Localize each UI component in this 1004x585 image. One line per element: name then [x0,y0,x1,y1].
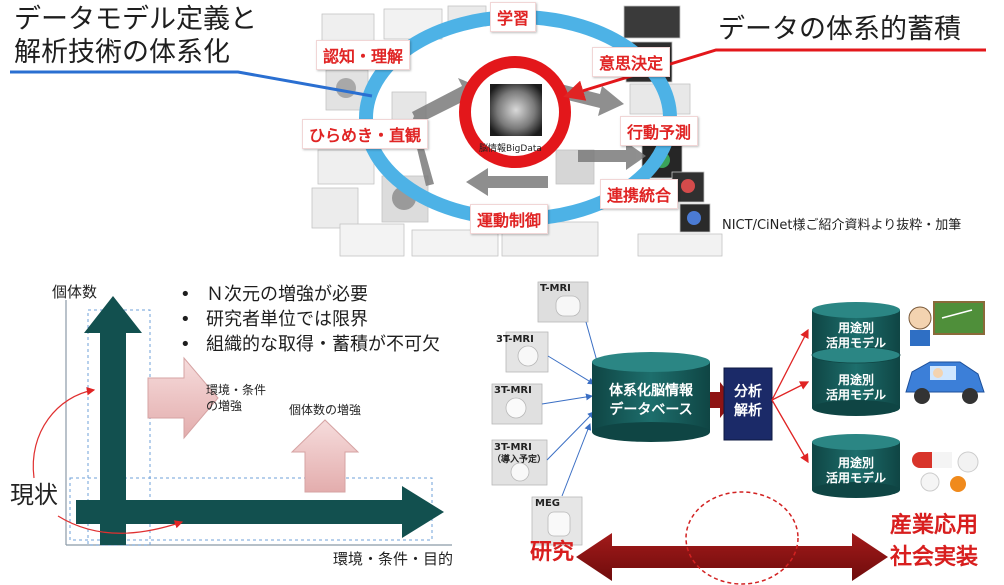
education-illustration [908,301,985,346]
brain-image [490,84,542,136]
requirement-bullets: •Ｎ次元の増強が必要 •研究者単位では限界 •組織的な取得・蓄積が不可欠 [180,282,440,357]
application-label-1: 産業応用 [890,513,979,538]
left-title-line-1: データモデル定義と [14,4,257,35]
database-cylinder [592,352,710,442]
model-c-label-1: 用途別 [837,456,874,470]
research-label: 研究 [530,540,575,565]
source-label-4: 3T-MRI [494,442,532,453]
medicine-illustration [912,451,979,492]
research-application-arrow [576,533,888,581]
stage-decision: 意思決定 [592,47,671,77]
application-label-2: 社会実装 [890,545,979,570]
current-state-label: 現状 [10,481,58,509]
env-increase-label-1: 環境・条件 [206,383,267,397]
bullet-item: •組織的な取得・蓄積が不可欠 [180,334,440,355]
planned-note: （導入予定） [492,455,547,465]
current-to-horizontal-arrow [57,515,184,534]
source-label-5: MEG [535,498,560,509]
scanner-images [491,281,589,546]
source-label-1: T-MRI [540,283,571,294]
x-axis-label: 環境・条件・目的 [333,550,454,568]
model-a-label-2: 活用モデル [825,336,886,350]
stage-cognition: 認知・理解 [316,40,411,70]
model-b-label-1: 用途別 [837,373,874,387]
bullet-item: •Ｎ次元の増強が必要 [180,284,368,305]
model-b-label-2: 活用モデル [825,388,886,402]
gap-highlight-circle [685,491,799,585]
stage-integration: 連携統合 [600,179,679,209]
analysis-label-2: 解析 [734,403,762,419]
model-c-label-2: 活用モデル [825,471,886,485]
env-increase-label-2: の増強 [206,399,243,413]
right-title-connector [563,48,986,101]
model-cylinders [811,302,901,498]
database-label-1: 体系化脳情報 [609,383,693,399]
right-title: データの体系的蓄積 [718,14,961,45]
current-to-vertical-arrow [32,387,96,479]
count-increase-label: 個体数の増強 [289,403,362,417]
stage-motor-control: 運動制御 [470,204,549,234]
car-illustration [905,361,985,404]
analysis-box [723,367,773,441]
database-label-2: データベース [609,402,693,418]
env-increase-arrow [147,356,219,440]
stage-behavior-prediction: 行動予測 [620,116,699,146]
database-to-analysis-arrow [710,382,734,418]
source-label-2: 3T-MRI [496,334,534,345]
count-increase-arrow [290,419,360,493]
source-label-3: 3T-MRI [494,385,532,396]
analysis-to-model-arrows [771,328,810,464]
bullet-item: •研究者単位では限界 [180,309,368,330]
model-a-label-1: 用途別 [837,321,874,335]
y-axis-label: 個体数 [52,283,98,301]
analysis-label-1: 分析 [734,384,762,400]
count-axis-arrow [84,296,142,545]
stage-intuition: ひらめき・直観 [302,119,429,149]
condition-axis-arrow [76,486,444,538]
left-title-connector [10,70,373,98]
stage-learning: 学習 [490,2,537,32]
cycle-thumbnails [311,5,723,257]
left-title-line-2: 解析技術の体系化 [14,37,230,68]
center-label: 脳情報BigData [479,144,542,154]
source-note: NICT/CiNet様ご紹介資料より抜粋・加筆 [722,218,962,233]
